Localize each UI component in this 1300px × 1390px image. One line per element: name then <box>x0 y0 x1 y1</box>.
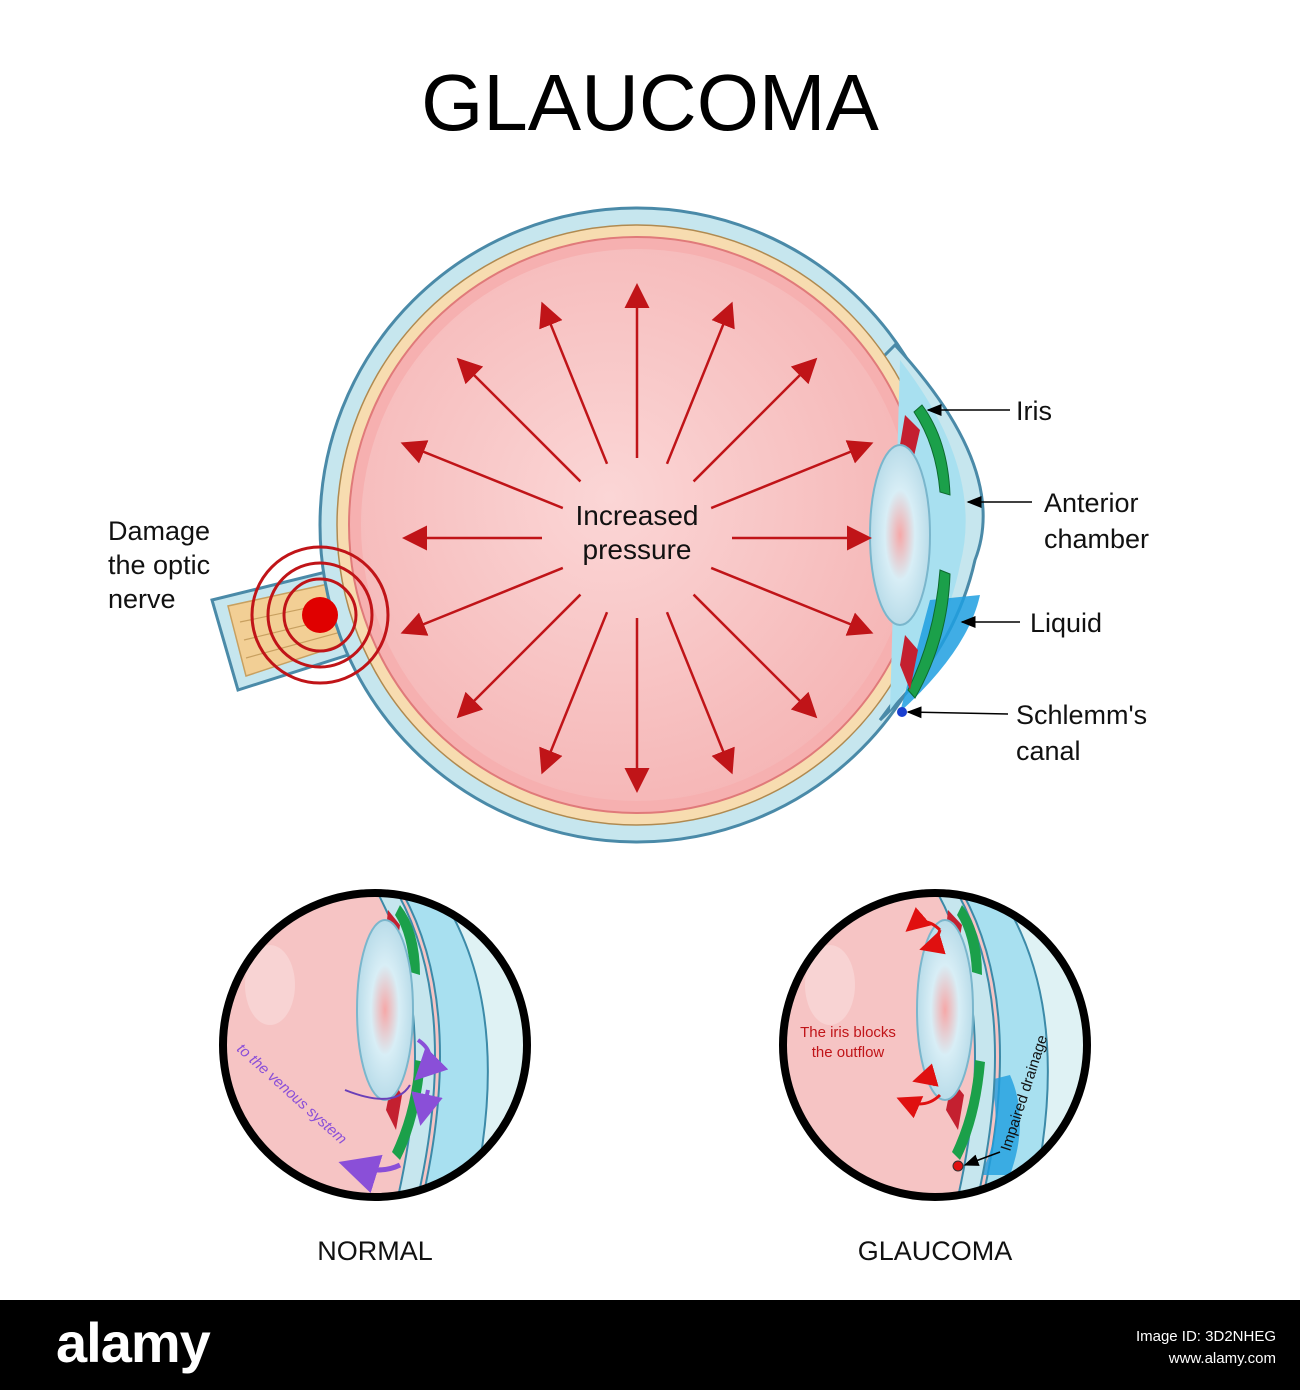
pressure-arrow <box>456 593 582 719</box>
stock-logo: alamy <box>56 1311 211 1374</box>
optic-label-line2: the optic <box>108 550 210 580</box>
pressure-arrow <box>710 566 874 636</box>
eyeball-diagram: Increased pressure <box>210 206 985 844</box>
page-title: GLAUCOMA <box>421 58 879 147</box>
pressure-arrow <box>665 611 735 775</box>
pressure-arrow <box>539 611 609 775</box>
glaucoma-block-text-line2: the outflow <box>812 1044 885 1061</box>
optic-label-line1: Damage <box>108 516 210 546</box>
stock-info: Image ID: 3D2NHEG www.alamy.com <box>1136 1326 1276 1370</box>
optic-label: Damage the optic nerve <box>108 516 210 614</box>
label-schlemm-line2: canal <box>1016 736 1081 766</box>
label-schlemm-line1: Schlemm's <box>1016 700 1147 730</box>
pressure-arrow <box>456 357 582 483</box>
label-anterior-line1: Anterior <box>1044 488 1139 518</box>
optic-nerve-damage-marker <box>250 545 390 685</box>
iris-lower <box>907 569 951 699</box>
normal-caption: NORMAL <box>317 1236 433 1266</box>
vitreous-body <box>361 249 913 801</box>
center-label-line2: pressure <box>583 534 692 565</box>
glaucoma-caption: GLAUCOMA <box>858 1236 1013 1266</box>
pressure-arrow <box>692 593 818 719</box>
schlemms-canal <box>897 707 907 717</box>
iris-upper <box>913 404 951 496</box>
center-label-line1: Increased <box>576 500 699 531</box>
pressure-arrow <box>400 440 564 510</box>
pressure-arrow <box>400 566 564 636</box>
stock-image-id: Image ID: 3D2NHEG <box>1135 1328 1276 1345</box>
stock-footer: alamy Image ID: 3D2NHEG www.alamy.com <box>0 1300 1300 1390</box>
optic-label-line3: nerve <box>108 584 176 614</box>
pressure-arrow <box>539 301 609 465</box>
pressure-arrow <box>710 440 874 510</box>
stock-site: www.alamy.com <box>1168 1350 1276 1367</box>
glaucoma-inset: The iris blocks the outflow Impaired dra… <box>779 889 1091 1266</box>
ciliary-body-lower <box>900 635 918 690</box>
label-iris: Iris <box>1016 396 1052 426</box>
pressure-arrow <box>665 301 735 465</box>
glaucoma-block-text-line1: The iris blocks <box>800 1024 896 1041</box>
label-anterior-line2: chamber <box>1044 524 1149 554</box>
lens <box>869 444 931 626</box>
normal-inset: to the venous system NORMAL <box>219 889 531 1266</box>
callout-labels: Iris Anterior chamber Liquid Schlemm's c… <box>906 396 1149 766</box>
pressure-arrow <box>692 357 818 483</box>
pressure-arrows <box>400 283 874 793</box>
label-liquid: Liquid <box>1030 608 1102 638</box>
